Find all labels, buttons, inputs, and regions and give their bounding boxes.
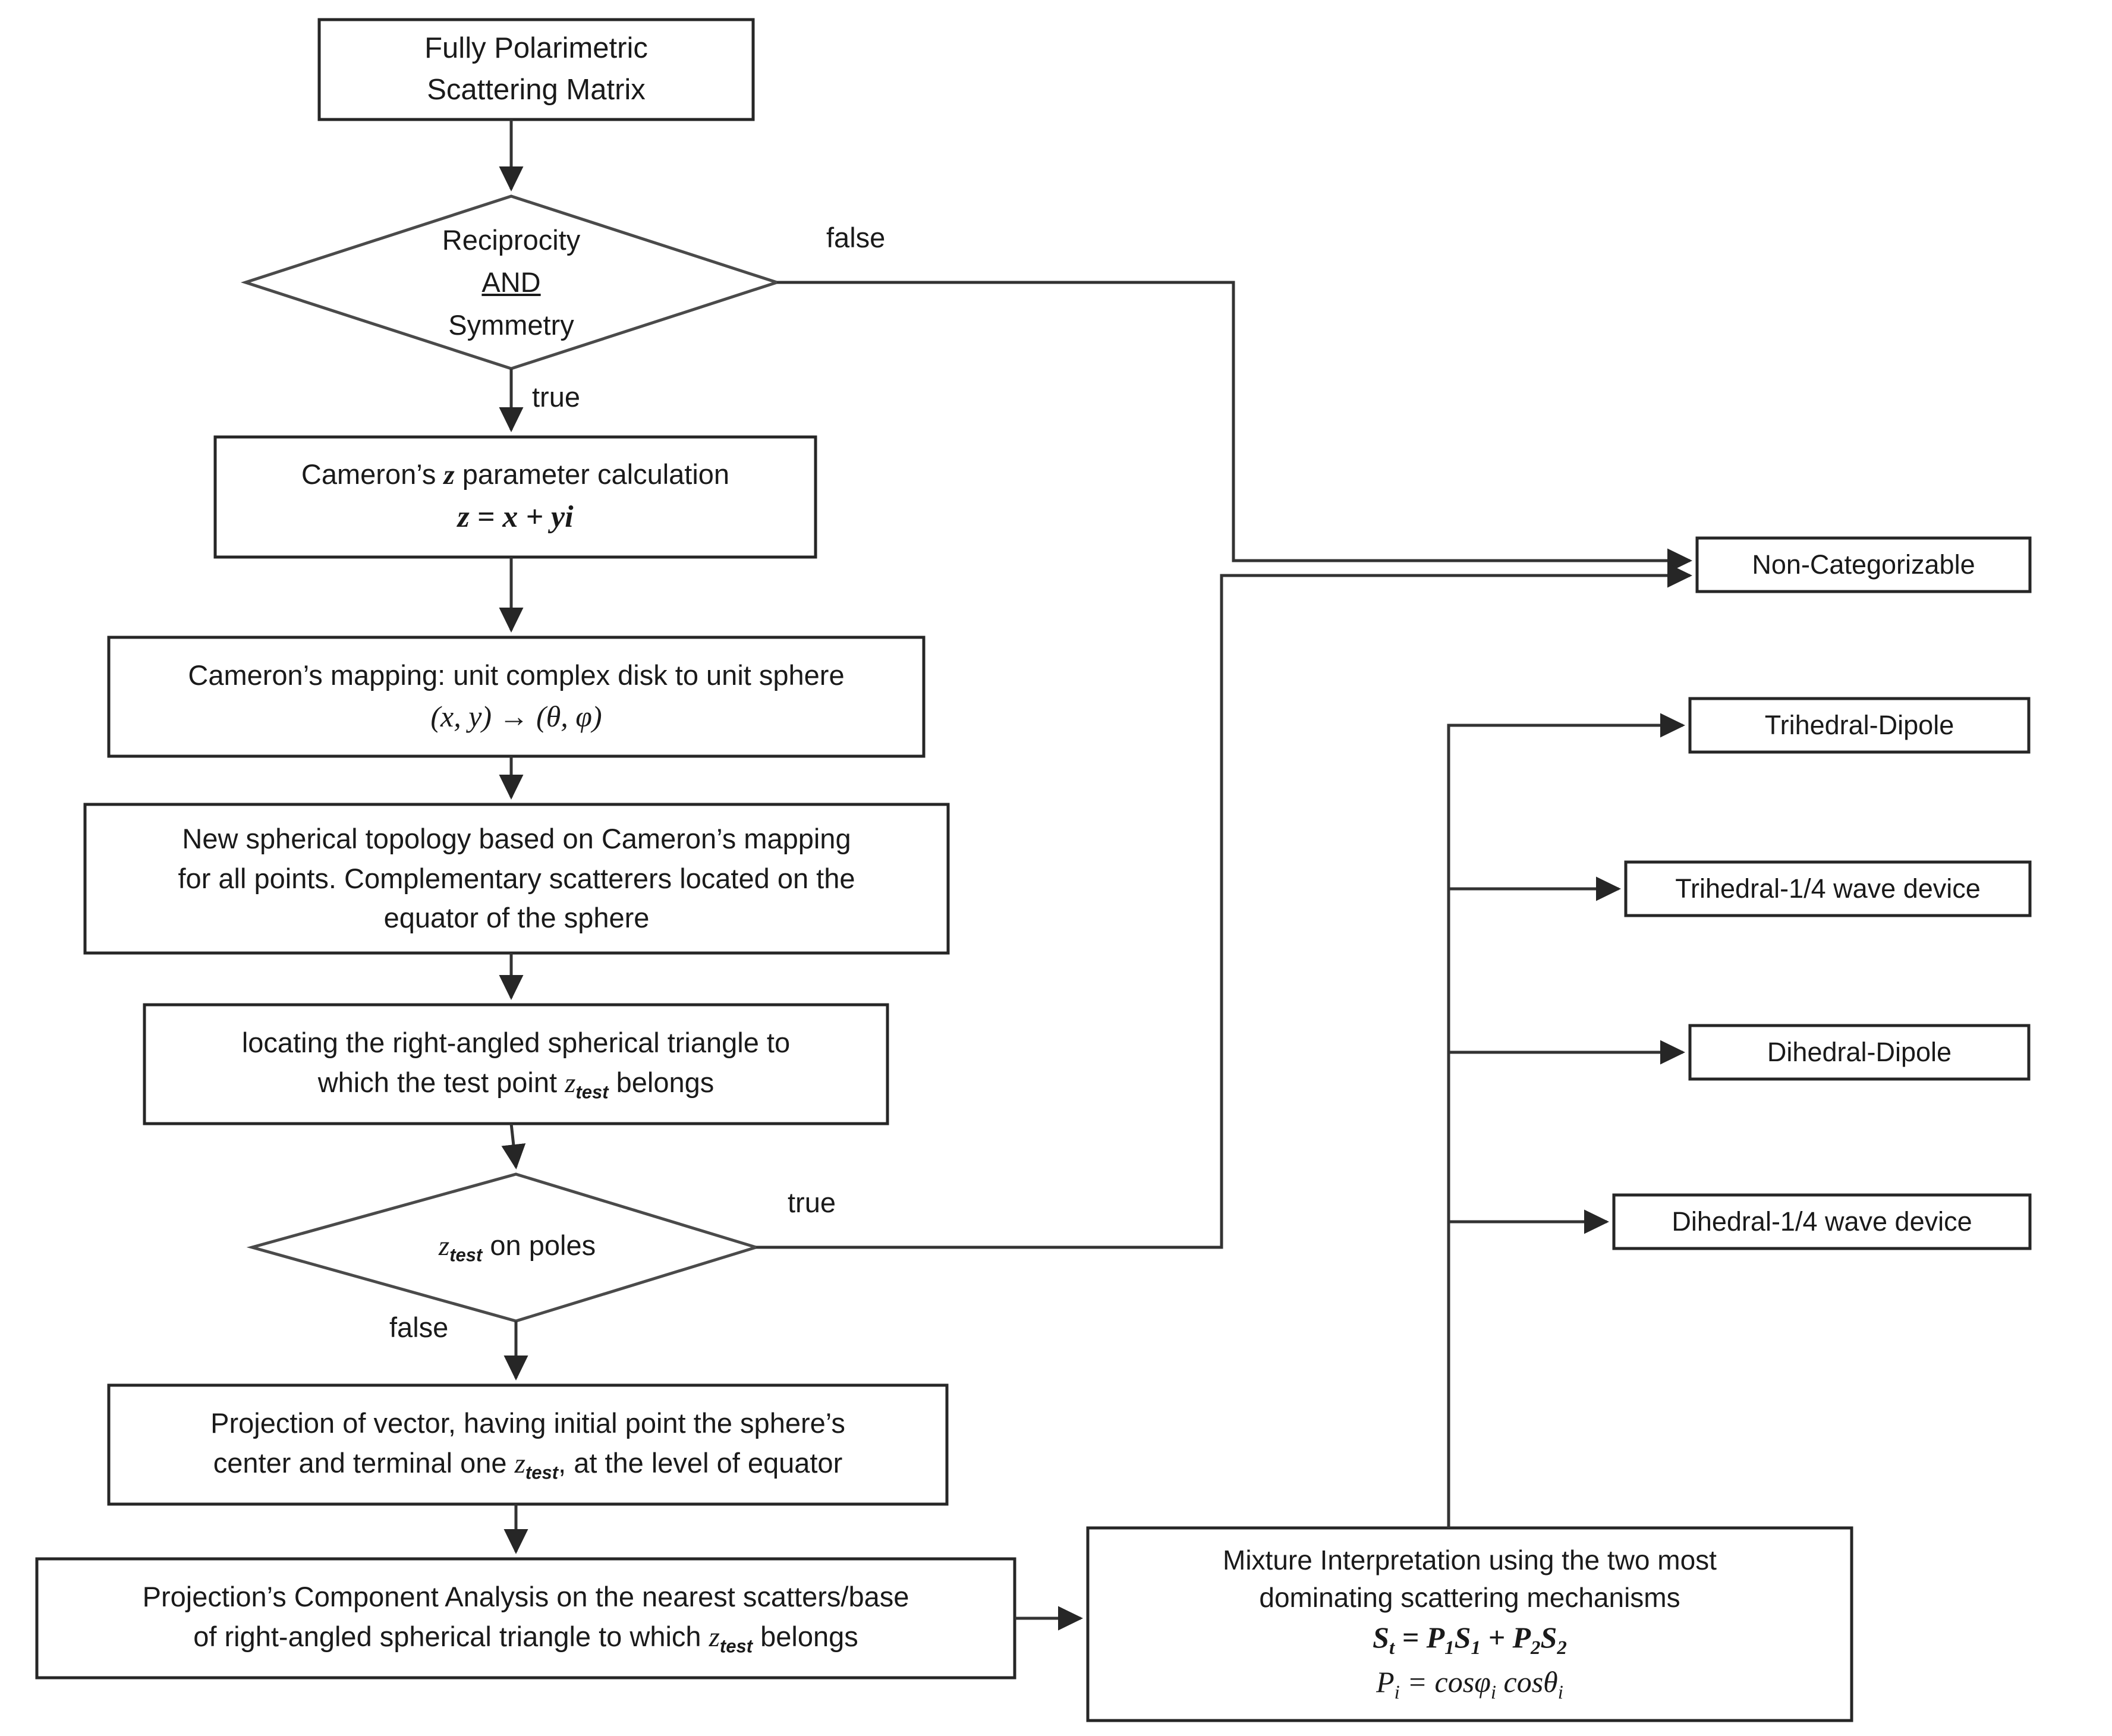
node-trihedral-dipole (1688, 697, 2031, 754)
node-projection-component-analysis (35, 1557, 1016, 1680)
node-non-categorizable (1695, 536, 2032, 593)
node-locating-triangle (143, 1003, 889, 1125)
edge-label-false-decision1: false (826, 222, 886, 253)
edge-mixture-to-trihedral-dipole (1447, 713, 1686, 1528)
edge-decision1-false-to-noncategorizable (777, 281, 1693, 573)
node-decision-ztest-poles (246, 1172, 761, 1323)
node-trihedral-quarter-wave (1624, 860, 2032, 917)
edge-label-true-decision2: true (788, 1187, 836, 1218)
node-decision-reciprocity-symmetry (240, 194, 782, 370)
node-cameron-mapping (107, 636, 926, 758)
node-projection-vector (107, 1383, 949, 1506)
node-dihedral-dipole (1688, 1024, 2031, 1081)
node-spherical-topology (83, 803, 950, 955)
node-start (317, 18, 755, 121)
edge-locating-to-decision2 (501, 1123, 526, 1169)
node-dihedral-quarter-wave (1612, 1193, 2032, 1250)
node-z-calculation (213, 435, 817, 559)
edge-decision2-true-to-noncategorizable (756, 563, 1693, 1249)
node-mixture-interpretation (1086, 1526, 1853, 1722)
edge-label-false-decision2: false (389, 1312, 449, 1343)
edge-label-true-decision1: true (532, 381, 580, 413)
